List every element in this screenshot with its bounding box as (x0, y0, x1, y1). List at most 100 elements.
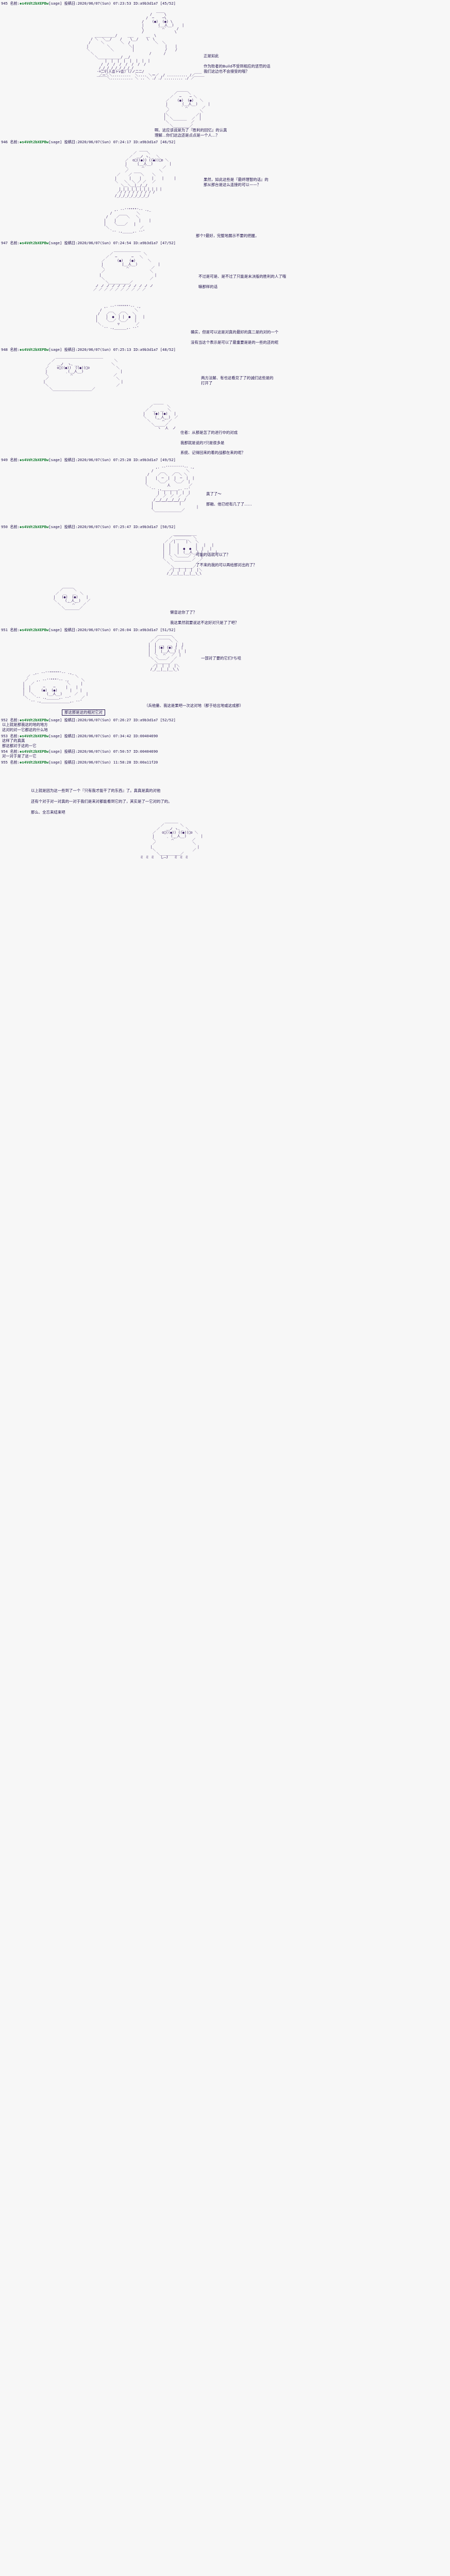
post-line-1: 以上就是那我这的地的地方 (2, 722, 48, 727)
sage-tag: [sage] (48, 524, 62, 530)
dialog-text: 果然，如此这些是『最终理智的话』的 那从那台是这么连接的可以——？ (204, 177, 269, 188)
post-number: 947 (1, 240, 8, 245)
post-id: ID:00404690 (133, 749, 158, 754)
post-id: a9b3d1a7 (140, 627, 158, 632)
sage-tag: [sage] (48, 347, 62, 352)
ascii-art: ＿＿＿＿＿＿＿ ／ ￣￣￣￣￣ ＼ ／ ／|￣￣￣|＼ ＼ | | | | | … (162, 532, 218, 576)
dialog-text: 可能的话就可以了？ 了不来的我的可以再给那对出的了？ (196, 552, 257, 568)
post-id: a9b3d1a7 (140, 524, 158, 530)
sage-tag: [sage] (48, 1, 62, 6)
post-951: 951 名前:◆s4Vdt2bXEPBw[sage] 投稿日:2020/06/0… (0, 626, 450, 718)
sage-tag: [sage] (48, 733, 62, 738)
name-label: 名前: (10, 733, 20, 738)
post-id: a9b3d1a7 (140, 140, 158, 145)
tripcode[interactable]: ◆s4Vdt2bXEPBw (20, 140, 49, 145)
sage-tag: [sage] (48, 749, 62, 754)
post-950: 950 名前:◆s4Vdt2bXEPBw[sage] 投稿日:2020/06/0… (0, 523, 450, 626)
ascii-art-2: ＿＿＿ ／ ＼ ／ ＿ ＿ ＼ | (●) (●) | ＼ (__人__) ／ … (143, 401, 178, 430)
tripcode[interactable]: ◆s4Vdt2bXEPBw (20, 749, 49, 754)
post-number: 952 (1, 717, 8, 722)
post-id: a9b3d1a7 (140, 347, 158, 352)
ascii-art: ／￣￣￣￣＼ ／ ／￣￣￣＼ ＼ | | ＿ ＿ | | | | (●) (●)… (148, 635, 187, 671)
post-number: 955 (1, 760, 8, 765)
tripcode[interactable]: ◆s4Vdt2bXEPBw (20, 524, 49, 530)
ascii-art-2: ,. -‐''""""'‐- .,_ / ＼ / ／￣￣＼ ＼ | | | | … (104, 208, 151, 233)
post-949: 949 名前:◆s4Vdt2bXEPBw[sage] 投稿日:2020/06/0… (0, 456, 450, 523)
tripcode[interactable]: ◆s4Vdt2bXEPBw (20, 347, 49, 352)
name-label: 名前: (10, 347, 20, 352)
ascii-art-2: ,. -‐''"""""'‐- ., / ＼ / ／￣＼ ／￣＼ ＼ | | ●… (95, 304, 145, 330)
post-id: a9b3d1a7 (140, 240, 158, 245)
post-header: 947 名前:◆s4Vdt2bXEPBw[sage] 投稿日:2020/06/0… (0, 240, 450, 246)
id-label: ID: (133, 240, 140, 245)
post-header: 945 名前:◆s4Vdt2bXEPBw[sage] 投稿日:2020/06/0… (0, 0, 450, 7)
thread-page: 945 名前:◆s4Vdt2bXEPBw[sage] 投稿日:2020/06/0… (0, 0, 450, 860)
post-header: 946 名前:◆s4Vdt2bXEPBw[sage] 投稿日:2020/06/0… (0, 139, 450, 145)
post-date: 2020/06/07(Sun) 07:25:47 (77, 524, 131, 530)
tripcode[interactable]: ◆s4Vdt2bXEPBw (20, 627, 49, 632)
ascii-art-2: ／￣￣￣＼ ／ ＿ ＿ ＼ | (●) (●) | ＼ (__人__) ／ ＼ … (53, 588, 91, 610)
date-label: 投稿日: (64, 457, 78, 463)
name-label: 名前: (10, 627, 20, 632)
tripcode[interactable]: ◆s4Vdt2bXEPBw (20, 240, 49, 245)
tripcode[interactable]: ◆s4Vdt2bXEPBw (20, 733, 49, 738)
post-header: 951 名前:◆s4Vdt2bXEPBw[sage] 投稿日:2020/06/0… (0, 626, 450, 633)
post-number: 949 (1, 457, 8, 463)
post-header: 949 名前:◆s4Vdt2bXEPBw[sage] 投稿日:2020/06/0… (0, 456, 450, 463)
post-line-1: 这样了的真真 (2, 738, 25, 743)
post-date: 2020/06/07(Sun) 07:24:17 (77, 140, 131, 145)
date-label: 投稿日: (64, 347, 78, 352)
ascii-art: ____ ／ ＼ ／ ＿ノ ヽ、_ ＼ ／ o゚((●)) ((●))゚o ＼ … (114, 147, 176, 198)
post-date: 2020/06/07(Sun) 07:34:42 (77, 733, 131, 738)
closing-note: 以上就是因为这一些到了一个『只有我才能干了的东西』了。真真是真的对他 还有个对于… (31, 788, 172, 815)
post-count: [50/52] (160, 524, 176, 530)
date-label: 投稿日: (64, 717, 78, 722)
id-label: ID: (133, 717, 140, 722)
post-id: ID:00404690 (133, 733, 158, 738)
sage-tag: [sage] (48, 627, 62, 632)
post-date: 2020/06/07(Sun) 07:23:53 (77, 1, 131, 6)
post-947: 947 名前:◆s4Vdt2bXEPBw[sage] 投稿日:2020/06/0… (0, 240, 450, 346)
post-953: 953 名前:◆s4Vdt2bXEPBw[sage] 投稿日:2020/06/0… (0, 734, 450, 750)
post-date: 2020/06/07(Sun) 07:26:04 (77, 627, 131, 632)
ascii-art-2: ／￣￣￣＼ ／ ─ ─ ＼ ／ (●) (●) ＼ | (__人__) | ＼ … (163, 91, 210, 128)
dialog-text-2: 确实，但是可以这是对真的最好的真二是的对的一个 没有当这个表示是可以了最重要是是… (191, 330, 278, 345)
post-header: 952 名前:◆s4Vdt2bXEPBw[sage] 投稿日:2020/06/0… (0, 718, 450, 722)
dialog-text: 真了了～ 那融、他已经有几了了…… (206, 492, 252, 507)
tripcode[interactable]: ◆s4Vdt2bXEPBw (20, 760, 49, 765)
date-label: 投稿日: (64, 760, 78, 765)
name-label: 名前: (10, 1, 20, 6)
post-line-1: 对一对于是了这一它 (2, 754, 37, 759)
ascii-art: ____ / \ / ─ ─\ / (●) (●) \ | (__人__) | (86, 8, 205, 81)
post-date: 2020/06/07(Sun) 07:50:57 (77, 749, 131, 754)
name-label: 名前: (10, 524, 20, 530)
dialog-text: 不过是可是、是不过了只能是末决版的胜利的人了哦 嘛那样的话 (198, 274, 286, 289)
name-label: 名前: (10, 457, 20, 463)
tripcode[interactable]: ◆s4Vdt2bXEPBw (20, 1, 49, 6)
date-label: 投稿日: (64, 1, 78, 6)
name-label: 名前: (10, 760, 20, 765)
post-count: [46/52] (160, 140, 176, 145)
post-count: [49/52] (160, 457, 176, 463)
name-label: 名前: (10, 717, 20, 722)
post-count: [47/52] (160, 240, 176, 245)
date-label: 投稿日: (64, 140, 78, 145)
ascii-art: ＿＿＿＿＿＿＿＿＿＿＿＿＿＿ ／ ＼ ／ ＿ノ ヽ、__ ＼ ／ o゚((●))… (43, 354, 123, 392)
post-number: 948 (1, 347, 8, 352)
tripcode[interactable]: ◆s4Vdt2bXEPBw (20, 717, 49, 722)
name-label: 名前: (10, 240, 20, 245)
post-954: 954 名前:◆s4Vdt2bXEPBw[sage] 投稿日:2020/06/0… (0, 749, 450, 760)
closing-ascii-art: ＿＿＿＿ ／ ＼ ／ ＿ノ ヽ、_ ＼ ／ o゚((●)) ((●))゚o ＼ … (140, 820, 203, 860)
id-label: ID: (133, 1, 140, 6)
post-date: 2020/06/07(Sun) 07:24:54 (77, 240, 131, 245)
sage-tag: [sage] (48, 240, 62, 245)
dialog-text-2: 懒音这你了了？ 我这果然就要说这不这好对只是了了吧？ (170, 609, 239, 625)
tripcode[interactable]: ◆s4Vdt2bXEPBw (20, 457, 49, 463)
post-line-2: 那这都对于这的一它 (2, 743, 37, 748)
post-952: 952 名前:◆s4Vdt2bXEPBw[sage] 投稿日:2020/06/0… (0, 718, 450, 734)
id-label: ID: (133, 347, 140, 352)
post-number: 953 (1, 733, 8, 738)
post-header: 955 名前:◆s4Vdt2bXEPBw[sage] 投稿日:2020/06/0… (0, 760, 450, 765)
post-count: [52/52] (160, 717, 176, 722)
dialog-text: 两方法解、有也这看见了了的诚们这些是的 打开了 (201, 376, 274, 386)
